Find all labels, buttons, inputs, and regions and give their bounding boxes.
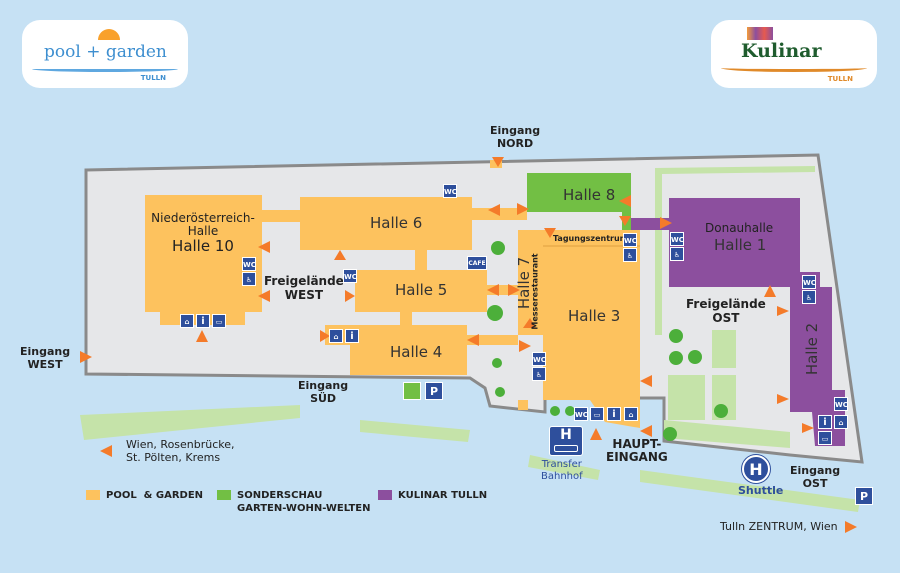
direction-tulln-label: Tulln ZENTRUM, Wien [720, 520, 838, 533]
eingang-nord-label: Eingang NORD [490, 124, 541, 150]
transfer-bus-icon: H [549, 426, 583, 456]
atm-icon: ▭ [818, 431, 832, 445]
donauhalle-label[interactable]: Donauhalle [705, 221, 774, 235]
wc-icon: WC [574, 407, 588, 421]
wc-icon: WC [532, 352, 546, 366]
halle-1-label[interactable]: Halle 1 [714, 236, 767, 254]
direction-arrows [80, 157, 857, 533]
info-icon: i [196, 314, 210, 328]
wheelchair-icon: ♿ [242, 272, 256, 286]
eingang-west-label: Eingang WEST [20, 345, 71, 371]
cart-icon [403, 382, 421, 400]
tagungszentrum-label[interactable]: Tagungszentrum [553, 234, 629, 243]
wc-icon: WC [834, 397, 848, 411]
wc-icon: WC [802, 275, 816, 289]
pool-garden-halls [145, 160, 640, 428]
atm-icon: ▭ [590, 407, 604, 421]
halle-8-label[interactable]: Halle 8 [563, 186, 616, 204]
direction-wien-label: Wien, Rosenbrücke, St. Pölten, Krems [126, 438, 235, 464]
parking-icon: P [855, 487, 873, 505]
haupteingang-label: HAUPT- EINGANG [606, 437, 668, 464]
wheelchair-icon: ♿ [802, 290, 816, 304]
legend-kulinar: KULINAR TULLN [378, 489, 487, 502]
pool-garden-logo: pool + garden TULLN [22, 20, 188, 88]
wheelchair-icon: ♿ [670, 247, 684, 261]
halle-6-label[interactable]: Halle 6 [370, 214, 423, 232]
freigelaende-west-label: Freigelände WEST [264, 274, 344, 302]
atm-icon: ▭ [212, 314, 226, 328]
parking-icon: P [425, 382, 443, 400]
transfer-bahnhof-label: Transfer Bahnhof [541, 459, 583, 482]
eingang-ost-label: Eingang OST [790, 464, 841, 490]
info-icon: i [345, 329, 359, 343]
legend-sonderschau: SONDERSCHAU GARTEN-WOHN-WELTEN [217, 489, 371, 515]
legend-pool-garden: POOL & GARDEN [86, 489, 203, 502]
info-icon: i [818, 415, 832, 429]
cloakroom-icon: ⌂ [180, 314, 194, 328]
shuttle-label: Shuttle [738, 484, 784, 497]
halle-5-label[interactable]: Halle 5 [395, 281, 448, 299]
wheelchair-icon: ♿ [623, 248, 637, 262]
wc-icon: WC [343, 269, 357, 283]
wc-icon: WC [443, 184, 457, 198]
kulinar-logo: Kulinar TULLN [711, 20, 877, 88]
cafe-icon: CAFE [467, 256, 487, 270]
cloakroom-icon: ⌂ [834, 415, 848, 429]
cloakroom-icon: ⌂ [329, 329, 343, 343]
freigelaende-ost-label: Freigelände OST [686, 297, 766, 325]
messerestaurant-label: Messerestaurant [530, 253, 540, 330]
wheelchair-icon: ♿ [532, 367, 546, 381]
eingang-sued-label: Eingang SÜD [298, 379, 349, 405]
halle-3-label[interactable]: Halle 3 [568, 307, 621, 325]
halle-4-label[interactable]: Halle 4 [390, 343, 443, 361]
halle-2-label[interactable]: Halle 2 [803, 322, 822, 376]
shuttle-icon: H [742, 455, 770, 483]
wc-icon: WC [670, 232, 684, 246]
wc-icon: WC [623, 233, 637, 247]
wc-icon: WC [242, 257, 256, 271]
cloakroom-icon: ⌂ [624, 407, 638, 421]
info-icon: i [607, 407, 621, 421]
